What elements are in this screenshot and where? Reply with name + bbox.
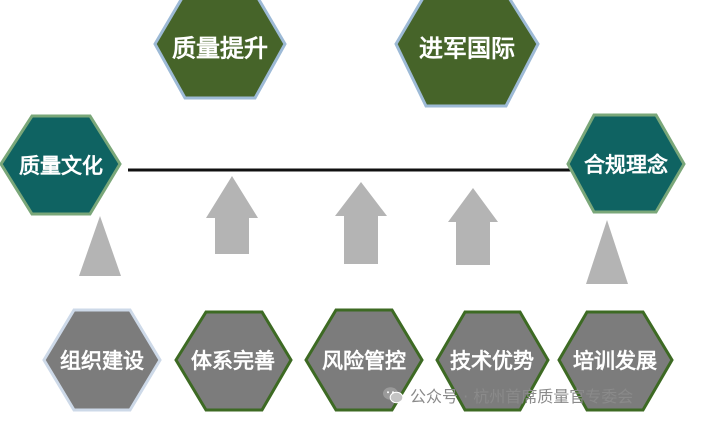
- label-quality-improvement: 质量提升: [172, 33, 268, 63]
- label-risk-control: 风险管控: [322, 348, 406, 373]
- label-quality-culture: 质量文化: [19, 153, 103, 178]
- hexagon-compliance-concept: [566, 113, 686, 214]
- hexagon-system-improvement: [174, 310, 293, 412]
- hexagon-technical-advantage: [435, 310, 550, 412]
- hexagon-quality-culture: [0, 114, 122, 216]
- arrow-up-4: [448, 188, 498, 265]
- hexagon-training-development: [557, 310, 674, 412]
- hexagon-risk-control: [304, 308, 424, 412]
- arrow-up-3: [335, 182, 387, 264]
- label-system-improvement: 体系完善: [191, 348, 275, 373]
- hexagon-go-international: [394, 0, 540, 108]
- hexagon-organization-building: [42, 308, 162, 412]
- label-training-development: 培训发展: [573, 348, 657, 373]
- label-compliance-concept: 合规理念: [584, 152, 668, 177]
- label-technical-advantage: 技术优势: [450, 348, 534, 373]
- watermark-text: 公众号 · 杭州首席质量官专委会: [410, 387, 634, 406]
- watermark: 公众号 · 杭州首席质量官专委会: [382, 383, 633, 407]
- arrow-up-2: [206, 176, 258, 254]
- hexagon-quality-improvement: [153, 0, 287, 100]
- label-organization-building: 组织建设: [60, 348, 144, 373]
- label-go-international: 进军国际: [419, 33, 515, 63]
- wechat-icon: [383, 387, 404, 404]
- arrow-up-5: [586, 220, 628, 284]
- arrow-up-1: [79, 216, 121, 276]
